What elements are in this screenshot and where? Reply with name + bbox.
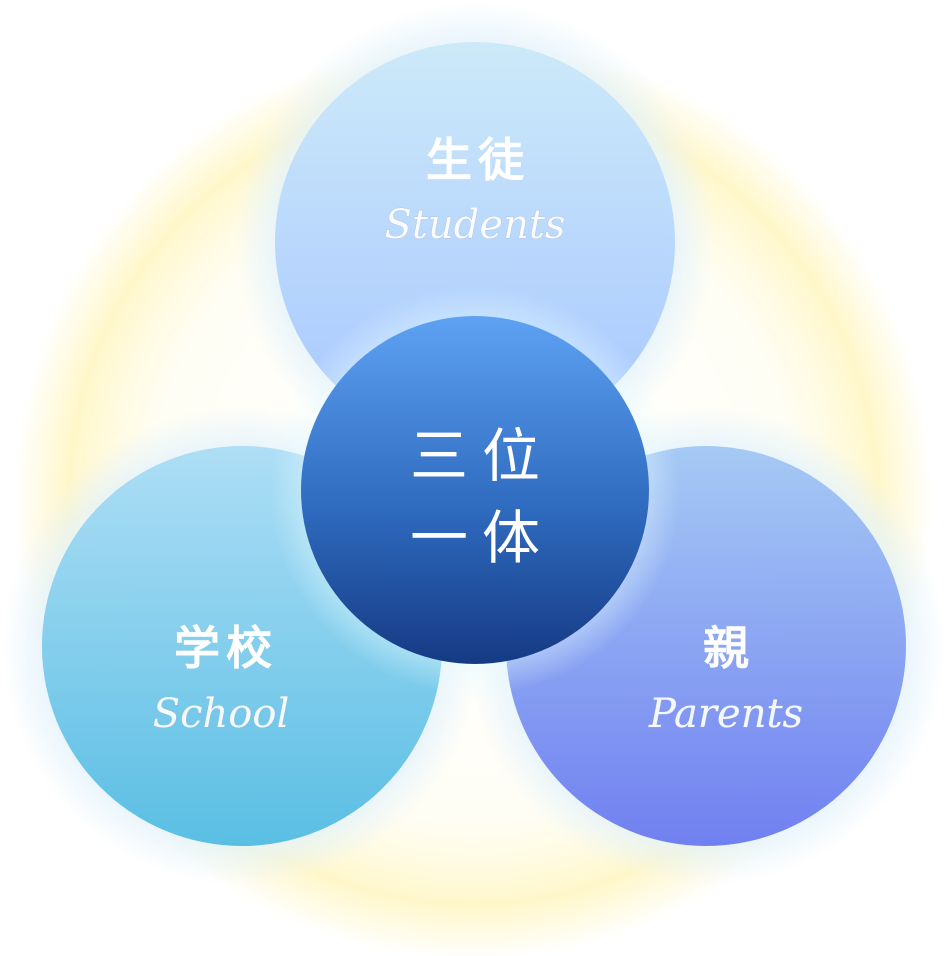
center-label-line1: 三位	[410, 422, 554, 490]
students-english-label: Students	[385, 202, 566, 248]
school-label: 学校	[174, 621, 278, 675]
parents-english-label: Parents	[648, 691, 803, 737]
center-label-line2: 一体	[410, 504, 554, 572]
school-english-label: School	[153, 691, 290, 737]
students-label: 生徒	[426, 133, 530, 187]
center-circle	[301, 316, 649, 664]
parents-label: 親	[703, 621, 755, 675]
